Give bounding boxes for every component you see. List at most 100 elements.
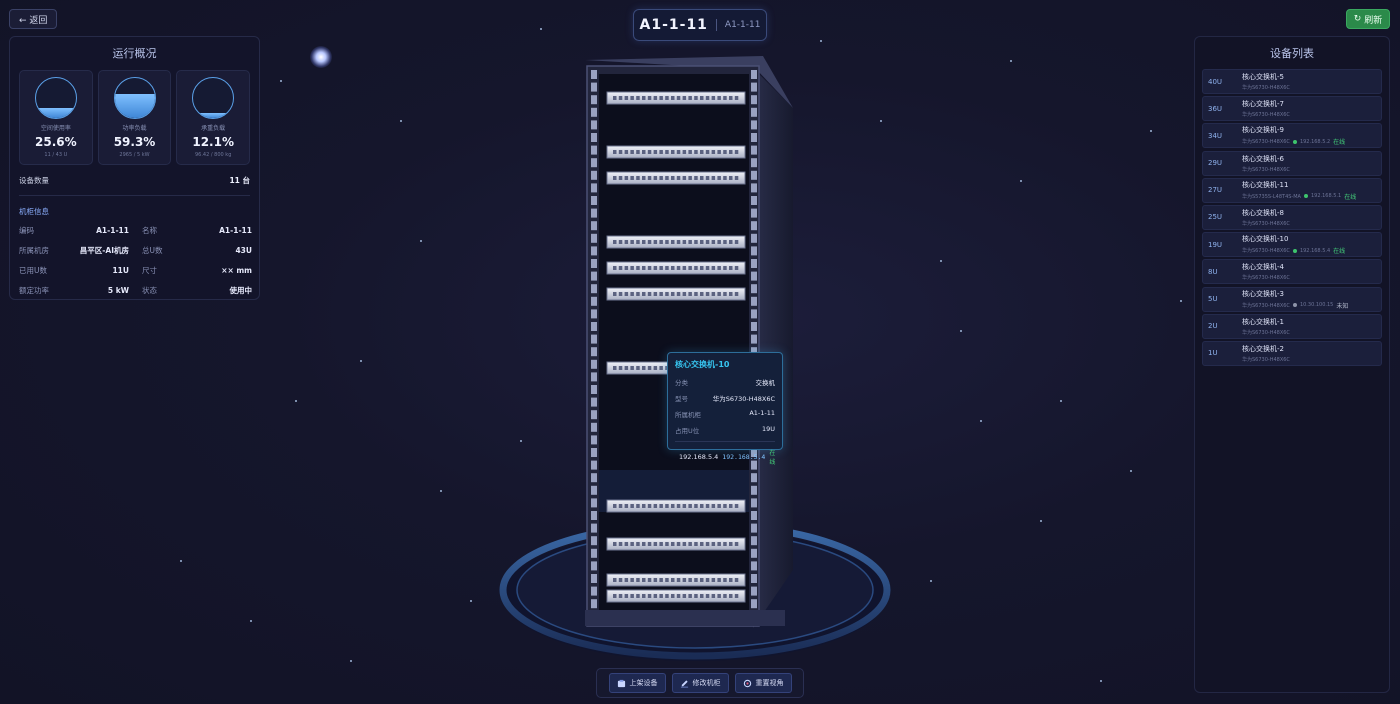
port (659, 96, 663, 100)
tooltip-title: 核心交换机-10 (675, 360, 730, 369)
device-name: 核心交换机-4 (1242, 263, 1284, 272)
port (705, 504, 710, 508)
port (688, 96, 692, 100)
gauge-value: 25.6% (35, 135, 77, 149)
device-list-item[interactable]: 2U 核心交换机-1 华为S6730-H48X6C (1202, 313, 1382, 339)
rail-hole (591, 246, 597, 256)
port (665, 266, 669, 270)
port (659, 266, 663, 270)
port (647, 578, 652, 582)
port (665, 578, 669, 582)
port (688, 504, 692, 508)
port (700, 150, 704, 154)
rack-3d-view[interactable] (495, 50, 905, 670)
refresh-button[interactable]: ↻ 刷新 (1346, 9, 1390, 29)
rail-hole (591, 460, 597, 470)
port (665, 594, 669, 598)
port (665, 240, 669, 244)
port (613, 542, 617, 546)
port (624, 542, 629, 546)
edit-cabinet-label: 修改机柜 (692, 679, 721, 687)
port (636, 150, 640, 154)
port (671, 578, 675, 582)
rail-hole (751, 170, 757, 180)
reset-view-button[interactable]: 重置视角 (734, 673, 792, 693)
star (540, 28, 542, 30)
port (642, 542, 646, 546)
port (700, 240, 704, 244)
status-dot-icon (1292, 248, 1297, 253)
port (659, 292, 663, 296)
device-meta: 华为S6730-H48X6C (1242, 220, 1290, 227)
port (676, 266, 681, 270)
port (694, 504, 698, 508)
rack-unit (606, 235, 746, 249)
port (653, 240, 658, 244)
tooltip-key: 占用U位 (675, 427, 700, 435)
star (420, 240, 422, 242)
cabinet-title-box: A1-1-11 A1-1-11 (633, 9, 767, 41)
info-row: 所属机房昌平区-AI机房 (19, 245, 129, 256)
rail-hole (751, 208, 757, 218)
add-device-button[interactable]: 上架设备 (608, 673, 666, 693)
port (659, 240, 663, 244)
device-list-item[interactable]: 29U 核心交换机-6 华为S6730-H48X6C (1202, 150, 1382, 176)
rail-hole (591, 422, 597, 432)
star (295, 400, 297, 402)
device-model: 华为S6730-H48X6C (1242, 329, 1290, 336)
port (647, 504, 652, 508)
star (1040, 520, 1042, 522)
device-list-item[interactable]: 25U 核心交换机-8 华为S6730-H48X6C (1202, 204, 1382, 230)
device-ip: 10.30.100.15 (1299, 302, 1334, 308)
port (613, 240, 617, 244)
info-value: 43U (235, 246, 252, 255)
device-list-item[interactable]: 36U 核心交换机-7 华为S6730-H48X6C (1202, 96, 1382, 122)
info-key: 总U数 (142, 246, 163, 255)
star (940, 260, 942, 262)
port (624, 504, 629, 508)
device-position: 36U (1208, 104, 1223, 113)
port (624, 176, 629, 180)
back-button[interactable]: ← 返回 (9, 9, 58, 29)
device-list-item[interactable]: 40U 核心交换机-5 华为S6730-H48X6C (1202, 69, 1382, 94)
port (717, 240, 721, 244)
port (665, 366, 669, 370)
device-info: 核心交换机-8 华为S6730-H48X6C (1242, 208, 1290, 227)
device-model: 华为S5735S-L48T4S-MA (1242, 193, 1301, 200)
overview-title: 运行概况 (112, 47, 157, 60)
port (700, 96, 704, 100)
star (820, 40, 822, 42)
port (636, 578, 640, 582)
port (642, 292, 646, 296)
port (711, 150, 716, 154)
device-position: 2U (1208, 322, 1218, 331)
port (723, 240, 727, 244)
device-meta: 华为S6730-H48X6C (1242, 111, 1290, 118)
device-list-item[interactable]: 1U 核心交换机-2 华为S6730-H48X6C (1202, 340, 1382, 366)
port (630, 96, 634, 100)
port (711, 292, 716, 296)
port (676, 96, 681, 100)
port (618, 150, 623, 154)
star (1150, 130, 1152, 132)
tooltip-value: 华为S6730-H48X6C (712, 395, 775, 403)
rail-hole (591, 233, 597, 243)
port (705, 594, 710, 598)
edit-cabinet-button[interactable]: 修改机柜 (671, 673, 729, 693)
refresh-icon: ↻ (1353, 14, 1362, 24)
port (682, 542, 687, 546)
rail-hole (751, 271, 757, 281)
device-list-item[interactable]: 8U 核心交换机-4 华为S6730-H48X6C (1202, 259, 1382, 285)
rack-unit (606, 171, 746, 185)
star (470, 600, 472, 602)
gauge-power: 功率负载 59.3% 2965 / 5 kW (97, 70, 172, 165)
rail-hole (751, 473, 757, 483)
port (700, 594, 704, 598)
rack-side-panel (753, 68, 793, 628)
port (700, 292, 704, 296)
port (682, 578, 687, 582)
